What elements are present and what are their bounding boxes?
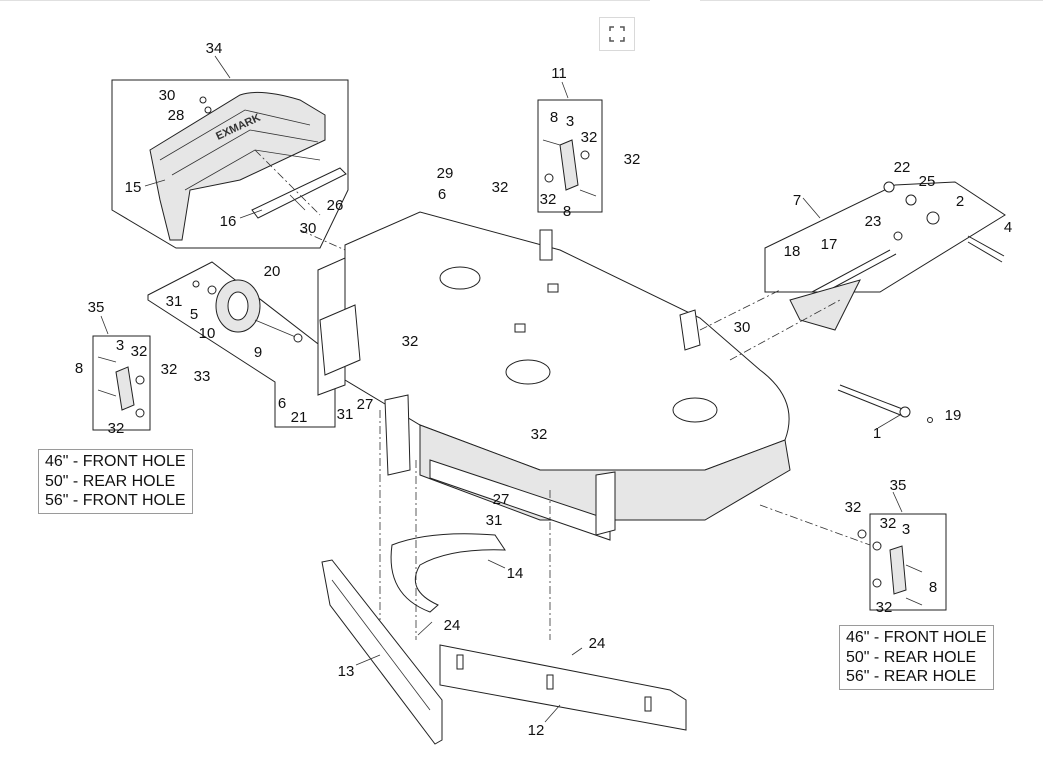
callout-32: 32	[624, 151, 641, 168]
callout-32: 32	[108, 420, 125, 437]
callout-19: 19	[945, 407, 962, 424]
callout-9: 9	[254, 344, 262, 361]
callout-31: 31	[337, 406, 354, 423]
skid-13	[321, 559, 443, 745]
callout-30: 30	[300, 220, 317, 237]
callout-3: 3	[116, 337, 124, 354]
top-divider-right	[700, 0, 1043, 1]
callout-23: 23	[865, 213, 882, 230]
group-box-35-right	[869, 513, 947, 611]
arm-rod-17	[811, 249, 891, 293]
callout-2: 2	[956, 193, 964, 210]
top-divider-left	[0, 0, 650, 1]
callout-34: 34	[206, 40, 223, 57]
callout-35: 35	[890, 477, 907, 494]
deck-cover	[149, 91, 326, 241]
callout-27: 27	[493, 491, 510, 508]
callout-32: 32	[492, 179, 509, 196]
rear-mount-pin	[539, 229, 553, 261]
cover-bracket	[251, 167, 347, 219]
callout-32: 32	[845, 499, 862, 516]
callout-32: 32	[876, 599, 893, 616]
callout-10: 10	[199, 325, 216, 342]
hole-note-line: 56" - FRONT HOLE	[45, 492, 186, 509]
callout-8: 8	[929, 579, 937, 596]
arm-bracket-7	[789, 279, 861, 331]
hole-note-line: 50" - REAR HOLE	[45, 472, 176, 490]
front-bracket-left	[384, 394, 411, 476]
callout-1: 1	[873, 425, 881, 442]
baffle-14	[390, 533, 506, 613]
callout-15: 15	[125, 179, 142, 196]
front-bracket-right	[595, 471, 616, 536]
callout-27: 27	[357, 396, 374, 413]
callout-28: 28	[168, 107, 185, 124]
callout-16: 16	[220, 213, 237, 230]
skid-12	[439, 644, 687, 731]
callout-22: 22	[894, 159, 911, 176]
callout-8: 8	[550, 109, 558, 126]
link-plate-35-right	[889, 545, 907, 595]
callout-12: 12	[528, 722, 545, 739]
callout-6: 6	[438, 186, 446, 203]
bolt-4	[967, 235, 1005, 257]
callout-8: 8	[563, 203, 571, 220]
callout-5: 5	[190, 306, 198, 323]
callout-30: 30	[734, 319, 751, 336]
link-plate-11	[559, 139, 579, 191]
rod-1	[839, 384, 906, 411]
hole-note-line: 56" - REAR HOLE	[846, 668, 977, 685]
callout-29: 29	[437, 165, 454, 182]
callout-31: 31	[166, 293, 183, 310]
callout-3: 3	[566, 113, 574, 130]
callout-25: 25	[919, 173, 936, 190]
callout-17: 17	[821, 236, 838, 253]
callout-11: 11	[551, 65, 567, 82]
callout-21: 21	[291, 409, 308, 426]
link-plate-35-left	[115, 366, 135, 411]
callout-7: 7	[793, 192, 801, 209]
callout-32: 32	[540, 191, 557, 208]
hole-note-left: 46" - FRONT HOLE 50" - REAR HOLE 56" - F…	[38, 449, 193, 514]
callout-20: 20	[264, 263, 281, 280]
callout-3: 3	[902, 521, 910, 538]
callout-35: 35	[88, 299, 105, 316]
group-box-34	[111, 79, 349, 249]
deck-front-baffle	[429, 459, 611, 541]
expand-icon	[609, 26, 625, 42]
hole-note-line: 50" - REAR HOLE	[846, 648, 977, 666]
group-box-35-left	[92, 335, 151, 431]
callout-24: 24	[589, 635, 606, 652]
hole-note-line: 46" - FRONT HOLE	[846, 629, 987, 646]
group-box-33	[147, 261, 336, 428]
callout-32: 32	[131, 343, 148, 360]
callout-32: 32	[161, 361, 178, 378]
expand-button[interactable]	[599, 17, 635, 51]
callout-8: 8	[75, 360, 83, 377]
rear-bracket	[679, 309, 701, 351]
callout-32: 32	[531, 426, 548, 443]
callout-32: 32	[402, 333, 419, 350]
hole-note-right: 46" - FRONT HOLE 50" - REAR HOLE 56" - R…	[839, 625, 994, 690]
callout-18: 18	[784, 243, 801, 260]
callout-30: 30	[159, 87, 176, 104]
callout-32: 32	[880, 515, 897, 532]
callout-13: 13	[338, 663, 355, 680]
callout-31: 31	[486, 512, 503, 529]
group-box-7	[764, 181, 1006, 293]
callout-33: 33	[194, 368, 211, 385]
group-box-11	[537, 99, 603, 213]
callout-6: 6	[278, 395, 286, 412]
callout-32: 32	[581, 129, 598, 146]
callout-24: 24	[444, 617, 461, 634]
callout-26: 26	[327, 197, 344, 214]
callout-14: 14	[507, 565, 524, 582]
callout-4: 4	[1004, 219, 1012, 236]
hole-note-line: 46" - FRONT HOLE	[45, 453, 186, 470]
